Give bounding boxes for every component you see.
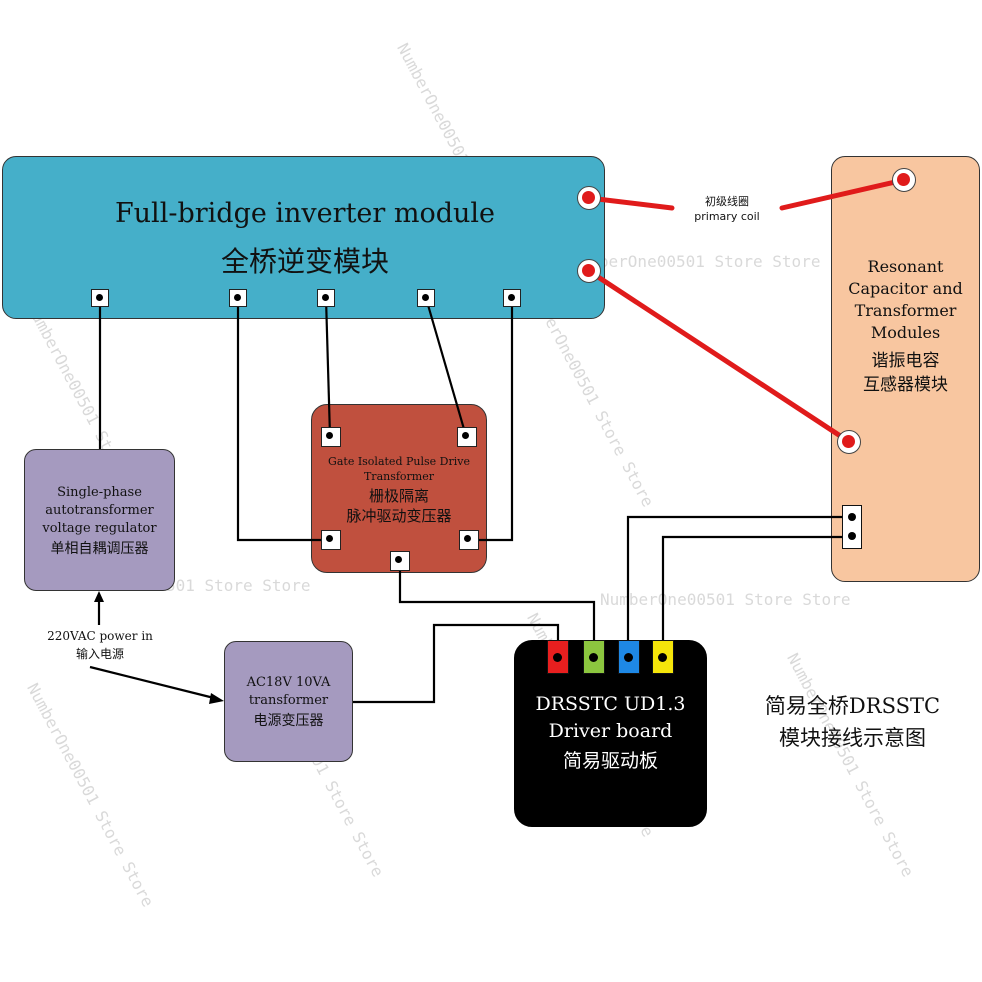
wire-primary-coil-2 <box>779 177 907 211</box>
power-input-label-en: 220VAC power in <box>47 629 153 643</box>
black-wires <box>89 297 852 704</box>
power-transformer-label-cn: 电源变压器 <box>253 713 324 729</box>
power-transformer-label-2: transformer <box>248 693 329 708</box>
wire-inverter-gate-1 <box>236 298 330 542</box>
gate-terminal-top-right <box>457 427 477 447</box>
gate-label-cn-1: 栅极隔离 <box>368 487 429 505</box>
driver-connector-yellow <box>652 640 674 674</box>
voltage-regulator <box>24 449 175 591</box>
resonant-label-4: Modules <box>870 323 941 342</box>
driver-connector-blue <box>618 640 640 674</box>
gate-label-en-2: Transformer <box>363 470 435 483</box>
inverter-terminal-5 <box>503 289 521 307</box>
inverter-post-2 <box>577 259 601 283</box>
resonant-label-3: Transformer <box>854 301 957 320</box>
driver-label-2: Driver board <box>548 720 673 742</box>
resonant-connector-pin-2 <box>848 532 856 540</box>
inverter-title-en: Full-bridge inverter module <box>114 198 496 229</box>
inverter-terminal-3 <box>317 289 335 307</box>
gate-terminal-bottom-right <box>459 530 479 550</box>
diagram-caption-2: 模块接线示意图 <box>779 726 926 750</box>
resonant-connector <box>842 505 862 549</box>
red-wires <box>586 177 907 444</box>
inverter-terminal-4 <box>417 289 435 307</box>
regulator-label-2: autotransformer <box>45 503 154 518</box>
wire-gate-driver <box>398 560 596 656</box>
driver-connector-red <box>547 640 569 674</box>
resonant-label-cn-2: 互感器模块 <box>863 375 948 395</box>
primary-coil-label-en: primary coil <box>694 210 760 223</box>
driver-connector-green <box>583 640 605 674</box>
gate-label-cn-2: 脉冲驱动变压器 <box>346 507 452 525</box>
primary-coil-label-cn: 初级线圈 <box>705 195 749 208</box>
resonant-label-cn-1: 谐振电容 <box>871 351 940 371</box>
inverter-post-1 <box>577 186 601 210</box>
arrow-power-transformer-head <box>209 693 224 704</box>
resonant-post-bottom <box>837 430 861 454</box>
gate-label-en-1: Gate Isolated Pulse Drive <box>328 455 470 468</box>
wire-resonant-driver-1 <box>626 515 852 656</box>
arrow-power-transformer <box>89 665 215 700</box>
regulator-label-cn: 单相自耦调压器 <box>50 541 149 557</box>
regulator-label-1: Single-phase <box>57 485 142 500</box>
resonant-label-1: Resonant <box>867 257 944 276</box>
wire-resonant-driver-2 <box>661 535 852 656</box>
driver-label-1: DRSSTC UD1.3 <box>535 693 686 715</box>
inverter-title-cn: 全桥逆变模块 <box>220 245 389 278</box>
inverter-terminal-2 <box>229 289 247 307</box>
gate-terminal-bottom-center <box>390 551 410 571</box>
resonant-label-2: Capacitor and <box>848 279 963 298</box>
wire-power-driver <box>353 623 560 704</box>
power-transformer-label-1: AC18V 10VA <box>246 675 331 690</box>
wire-primary-coil-1 <box>586 195 675 211</box>
arrow-220v-head <box>94 591 104 602</box>
driver-label-cn: 简易驱动板 <box>562 750 658 772</box>
diagram-caption-1: 简易全桥DRSSTC <box>764 694 941 718</box>
wire-inverter-resonant <box>586 268 851 444</box>
driver-board <box>514 640 707 827</box>
power-transformer <box>224 641 353 762</box>
wire-inverter-gate-3 <box>424 297 468 437</box>
gate-terminal-bottom-left <box>321 530 341 550</box>
resonant-post-top <box>892 168 916 192</box>
wire-inverter-gate-4 <box>470 298 514 542</box>
resonant-connector-pin-1 <box>848 513 856 521</box>
gate-terminal-top-left <box>321 427 341 447</box>
inverter-terminal-1 <box>91 289 109 307</box>
wire-inverter-gate-2 <box>324 297 332 437</box>
power-input-label-cn: 输入电源 <box>75 647 124 661</box>
regulator-label-3: voltage regulator <box>42 521 157 536</box>
